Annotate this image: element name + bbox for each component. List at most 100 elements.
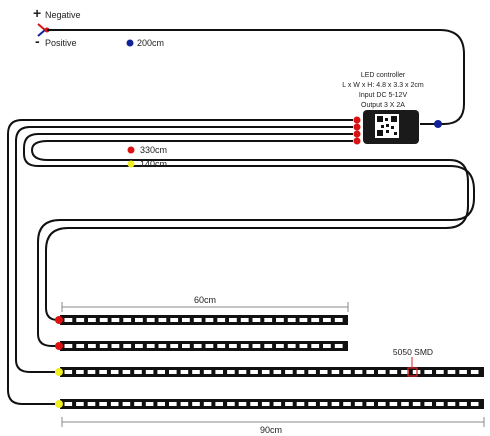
smd-marker: [407, 357, 418, 377]
led-chip: [180, 402, 189, 406]
led-chip: [470, 402, 479, 406]
led-chip: [287, 344, 296, 348]
led-chip: [323, 344, 331, 348]
led-chip: [311, 344, 320, 348]
led-chip: [436, 402, 444, 406]
led-chip: [64, 402, 73, 406]
led-chip: [334, 344, 343, 348]
led-chip: [238, 370, 247, 374]
led-chip: [170, 318, 179, 322]
led-chip: [264, 344, 273, 348]
led-chip: [135, 318, 143, 322]
led-chip: [180, 370, 189, 374]
controller-red-connector-3-icon: [353, 130, 361, 138]
led-chip: [110, 402, 119, 406]
led-chip: [205, 344, 214, 348]
led-chip: [331, 402, 340, 406]
led-chip: [447, 370, 456, 374]
led-chip: [459, 370, 467, 374]
led-chip: [110, 370, 119, 374]
led-strip-4: [55, 399, 484, 409]
led-chip: [331, 370, 340, 374]
smd-highlight: [407, 367, 418, 377]
led-chip: [389, 370, 398, 374]
controller-input: Input DC 5-12V: [359, 92, 408, 99]
led-chip: [311, 318, 320, 322]
led-chip: [158, 344, 167, 348]
strip-body: [60, 341, 348, 351]
led-chip: [205, 318, 214, 322]
led-chip: [123, 344, 132, 348]
led-chip: [64, 344, 73, 348]
led-chip: [145, 370, 154, 374]
led-chip: [366, 370, 374, 374]
led-chip: [182, 318, 190, 322]
led-chip: [273, 370, 282, 374]
led-chip: [111, 344, 120, 348]
dimension-60cm: [61, 302, 349, 312]
controller-red-connector-2-icon: [353, 123, 361, 131]
led-chip: [122, 402, 131, 406]
negative-sign: +: [33, 5, 41, 21]
led-chip: [229, 318, 237, 322]
led-chip: [215, 370, 223, 374]
led-chip: [76, 370, 84, 374]
led-chip: [323, 318, 331, 322]
led-chip: [424, 402, 432, 406]
dimension-90cm: [61, 417, 485, 427]
positive-sign: -: [35, 33, 40, 49]
blue-connector-icon: [434, 120, 442, 128]
qr-code-icon: [375, 114, 399, 138]
led-chip: [319, 370, 328, 374]
led-chip: [250, 370, 258, 374]
led-chip: [343, 370, 351, 374]
led-chip: [354, 402, 363, 406]
led-chip: [157, 370, 165, 374]
led-chip: [99, 344, 108, 348]
led-strip-2: [55, 341, 348, 351]
led-chip: [378, 402, 386, 406]
led-chip: [459, 402, 467, 406]
led-chip: [252, 318, 261, 322]
led-chip: [447, 402, 456, 406]
led-chip: [261, 402, 270, 406]
led-chip: [111, 318, 120, 322]
led-chip: [157, 402, 165, 406]
led-chip: [215, 402, 223, 406]
led-chip: [134, 402, 142, 406]
led-chip: [99, 370, 107, 374]
led-chip: [192, 402, 200, 406]
long-strip-length: 90cm: [260, 425, 282, 435]
yellow-connector-icon: [55, 400, 63, 408]
led-chip: [64, 370, 73, 374]
led-chip: [203, 370, 212, 374]
led-chip: [424, 370, 432, 374]
led-chip: [264, 318, 273, 322]
led-strip-3: [55, 367, 484, 377]
led-chip: [227, 370, 235, 374]
led-chip: [87, 402, 96, 406]
led-chip: [366, 402, 374, 406]
led-chip: [217, 344, 226, 348]
controller-dimensions: L x W x H: 4.8 x 3.3 x 2cm: [342, 82, 424, 89]
led-chip: [227, 402, 235, 406]
led-chip: [193, 344, 202, 348]
led-chip: [203, 402, 212, 406]
led-chip: [287, 318, 296, 322]
led-chip: [217, 318, 226, 322]
yellow-cable-length: 140cm: [140, 159, 167, 169]
led-chip: [169, 370, 177, 374]
strip-cables: [7, 119, 475, 405]
led-chip: [192, 370, 200, 374]
blue-cable-length: 200cm: [137, 38, 164, 48]
smd-label: 5050 SMD: [393, 347, 433, 357]
led-chip: [145, 402, 154, 406]
led-chip: [240, 318, 249, 322]
led-chip: [88, 318, 96, 322]
positive-label: Positive: [45, 38, 77, 48]
led-chip: [334, 318, 343, 322]
led-chip: [76, 318, 85, 322]
red-legend-dot-icon: [127, 146, 135, 154]
led-chip: [343, 402, 351, 406]
